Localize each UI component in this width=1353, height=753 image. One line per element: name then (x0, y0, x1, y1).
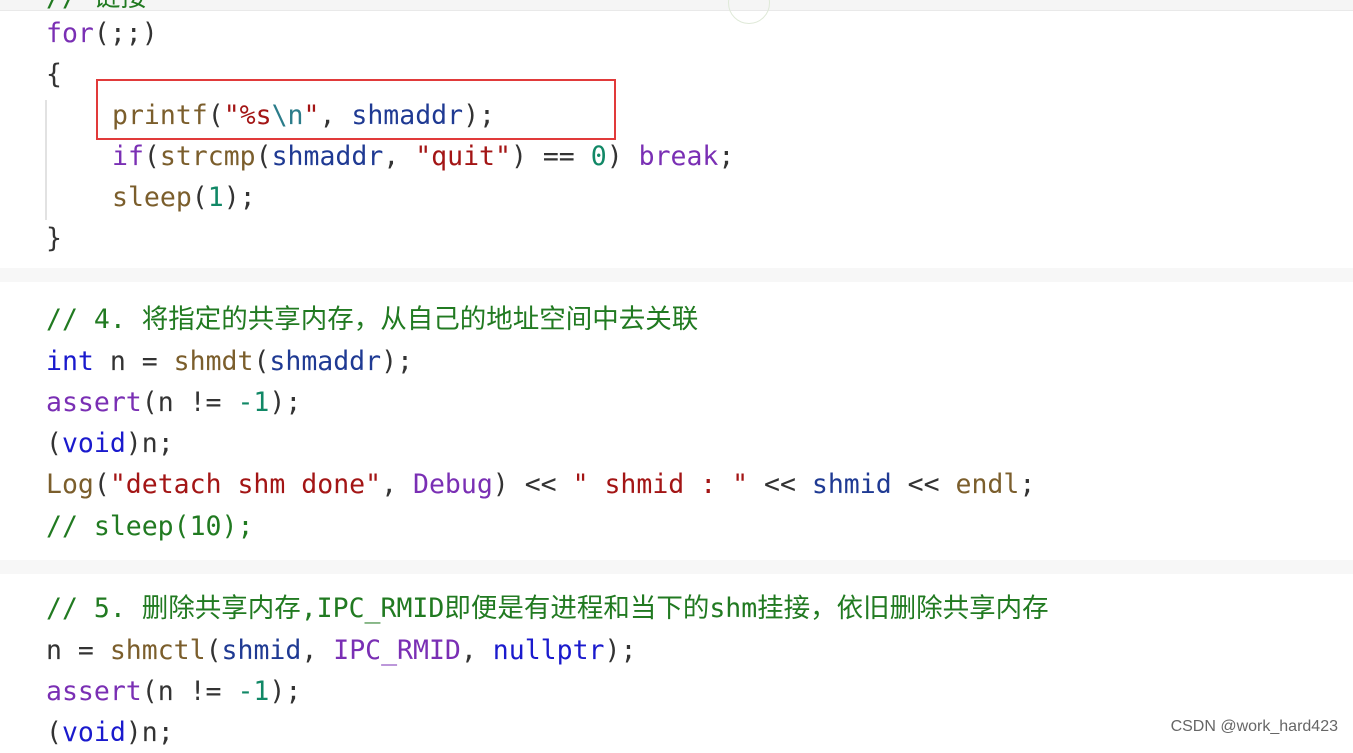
section-separator (0, 560, 1353, 574)
cursor-indicator (728, 0, 770, 24)
code-line: (void)n; (46, 428, 174, 459)
code-line: Log("detach shm done", Debug) << " shmid… (46, 469, 1036, 500)
code-line: assert(n != -1); (46, 387, 302, 418)
top-divider (0, 0, 1353, 11)
code-line: // sleep(10); (46, 511, 254, 542)
code-line: printf("%s\n", shmaddr); (112, 100, 495, 131)
code-line: } (46, 223, 62, 254)
code-line: // 4. 将指定的共享内存，从自己的地址空间中去关联 (46, 304, 699, 335)
code-line: // 链接 (46, 0, 147, 18)
indent-guide (45, 100, 47, 220)
highlight-box (96, 79, 616, 140)
watermark: CSDN @work_hard423 (1170, 718, 1338, 735)
code-line: for(;;) (46, 18, 158, 49)
code-line: assert(n != -1); (46, 676, 302, 707)
code-line: (void)n; (46, 717, 174, 748)
code-line: if(strcmp(shmaddr, "quit") == 0) break; (112, 141, 735, 172)
code-line: sleep(1); (112, 182, 256, 213)
section-separator (0, 268, 1353, 282)
code-line: { (46, 59, 62, 90)
code-line: // 5. 删除共享内存,IPC_RMID即便是有进程和当下的shm挂接，依旧删… (46, 593, 1049, 624)
code-line: int n = shmdt(shmaddr); (46, 346, 414, 377)
code-line: n = shmctl(shmid, IPC_RMID, nullptr); (46, 635, 637, 666)
